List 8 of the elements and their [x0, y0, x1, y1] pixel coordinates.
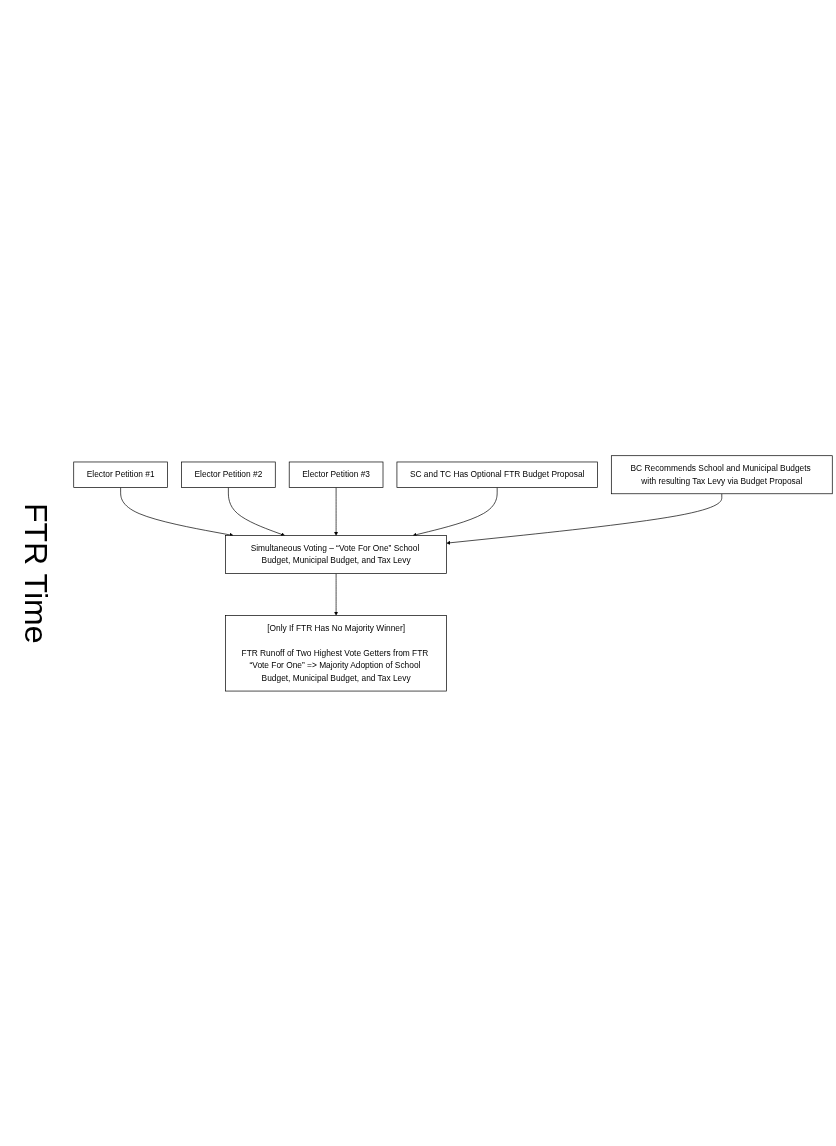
node-box: Elector Petition #3 [288, 461, 384, 488]
node-box: [Only If FTR Has No Majority Winner] FTR Runoff of Two Highest Vote Getters from FTR “Vote For One” => Majority Adoption of School Budget, Municipal Budget, and Tax Levy [225, 614, 447, 691]
node-box: SC and TC Has Optional FTR Budget Proposal [396, 461, 598, 488]
axis-label: FTR Time [16, 502, 54, 644]
node-box: Simultaneous Voting – “Vote For One” School Budget, Municipal Budget, and Tax Levy [225, 534, 447, 574]
node-box: Elector Petition #1 [73, 461, 168, 488]
node-box: BC Recommends School and Municipal Budgets with resulting Tax Levy via Budget Proposal [610, 454, 833, 494]
node-box: Elector Petition #2 [181, 461, 276, 488]
